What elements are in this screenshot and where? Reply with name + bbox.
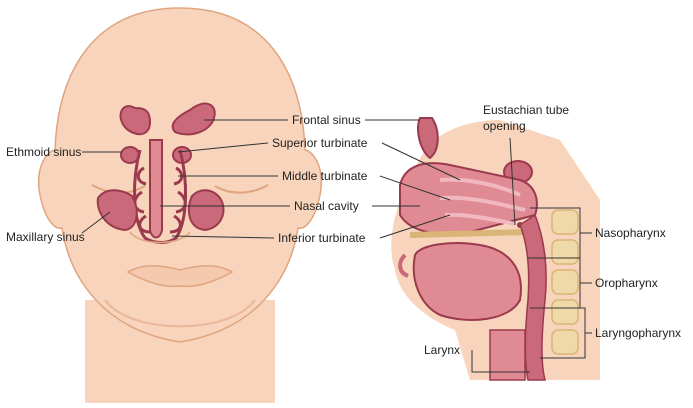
head-outline — [39, 8, 322, 342]
label-superior-turbinate: Superior turbinate — [272, 136, 367, 150]
label-ethmoid-sinus: Ethmoid sinus — [6, 145, 81, 159]
nasal-septum — [150, 140, 162, 238]
label-nasal-cavity: Nasal cavity — [294, 199, 359, 213]
label-middle-turbinate: Middle turbinate — [282, 169, 367, 183]
label-larynx: Larynx — [424, 343, 460, 357]
label-eustachian-line2: opening — [483, 119, 526, 133]
label-eustachian-line1: Eustachian tube — [483, 103, 569, 117]
label-oropharynx: Oropharynx — [595, 276, 658, 290]
label-frontal-sinus: Frontal sinus — [292, 113, 361, 127]
tongue — [414, 243, 521, 320]
cervical-spine — [552, 210, 578, 354]
label-maxillary-sinus: Maxillary sinus — [6, 230, 85, 244]
frontal-sinus-section — [418, 118, 438, 158]
label-nasopharynx: Nasopharynx — [595, 226, 666, 240]
maxillary-sinus-right — [189, 190, 224, 230]
label-inferior-turbinate: Inferior turbinate — [278, 231, 365, 245]
sagittal-section-view — [391, 118, 600, 380]
label-laryngopharynx: Laryngopharynx — [595, 326, 681, 340]
